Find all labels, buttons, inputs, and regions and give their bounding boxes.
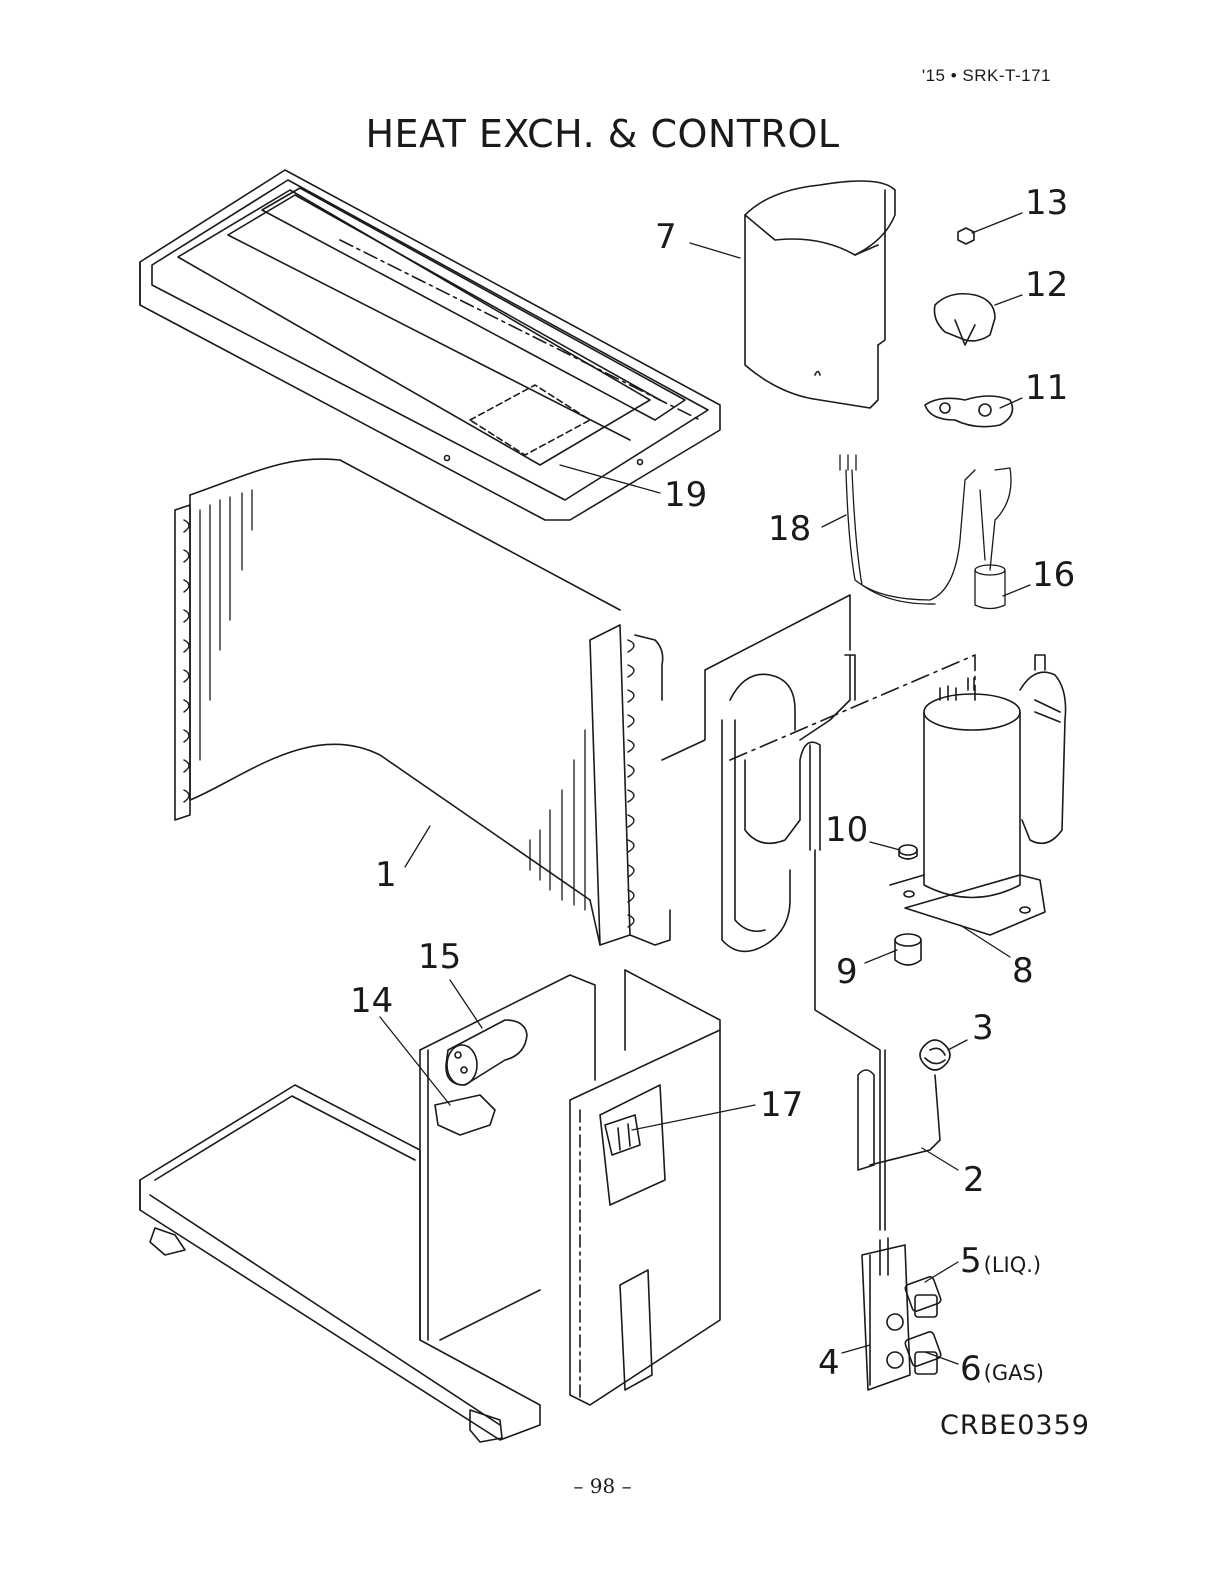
callout-part-10: 10 [825, 813, 868, 847]
service-valve-drawing [862, 1238, 942, 1390]
callout-part-6: 6(GAS) [960, 1352, 1044, 1390]
wiring-drawing [840, 455, 1011, 609]
small-parts-drawing [895, 228, 1012, 965]
callout-part-14: 14 [350, 984, 393, 1018]
callout-part-18: 18 [768, 512, 811, 546]
callout-part-5: 5(LIQ.) [960, 1244, 1041, 1282]
callout-part-11: 11 [1025, 371, 1068, 405]
callout-part-17: 17 [760, 1088, 803, 1122]
callout-part-19: 19 [664, 478, 707, 512]
callout-part-2: 2 [963, 1163, 985, 1197]
electrical-parts-drawing [435, 1020, 640, 1155]
compressor-drawing [890, 655, 1066, 935]
callout-part-3: 3 [972, 1011, 994, 1045]
insulation-drawing [745, 181, 895, 408]
capillary-drawing [858, 1040, 950, 1170]
heat-exchanger-drawing [175, 459, 670, 945]
leader-lines [380, 213, 1030, 1364]
callout-part-13: 13 [1025, 186, 1068, 220]
callout-part-9: 9 [836, 955, 858, 989]
callout-part-12: 12 [1025, 268, 1068, 302]
callout-part-1: 1 [375, 858, 397, 892]
callout-part-8: 8 [1012, 954, 1034, 988]
piping-drawing [662, 595, 975, 1230]
callout-part-4: 4 [818, 1346, 840, 1380]
callout-part-7: 7 [655, 220, 677, 254]
top-panel-drawing [140, 170, 720, 520]
drawing-id: CRBE0359 [940, 1410, 1090, 1441]
page-number: – 98 – [0, 1474, 1205, 1498]
base-housing-drawing [140, 970, 720, 1442]
callout-part-16: 16 [1032, 558, 1075, 592]
callout-part-15: 15 [418, 940, 461, 974]
